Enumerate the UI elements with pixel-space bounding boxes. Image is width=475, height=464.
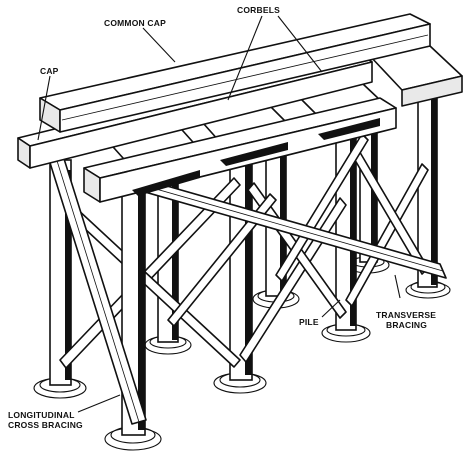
label-corbels: CORBELS [237, 5, 280, 15]
label-pile: PILE [299, 317, 319, 327]
label-longitudinal: LONGITUDINAL [8, 410, 75, 420]
label-cross-bracing: CROSS BRACING [8, 420, 83, 430]
common-cap [39, 13, 431, 133]
label-transverse: TRANSVERSE [376, 310, 436, 320]
label-common-cap: COMMON CAP [104, 18, 166, 28]
leader-lines [37, 15, 401, 413]
label-bracing: BRACING [386, 320, 427, 330]
label-cap: CAP [40, 66, 59, 76]
shadows [132, 118, 380, 196]
